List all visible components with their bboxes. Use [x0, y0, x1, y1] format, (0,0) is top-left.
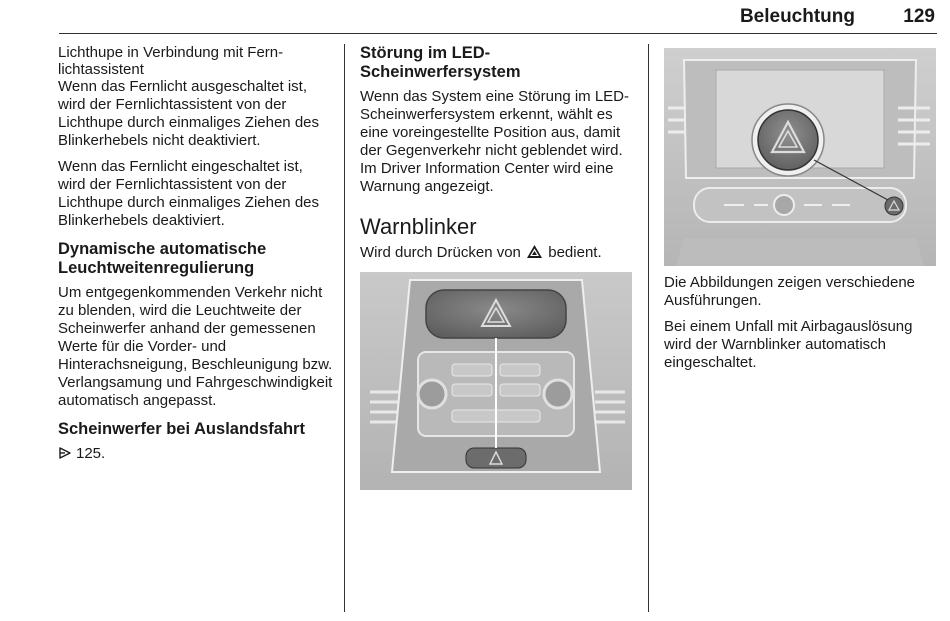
arrow-reference-icon [58, 446, 72, 465]
column-3: Die Abbildungen zeigen verschiedene Ausf… [664, 44, 940, 380]
section-title-warnblinker: Warnblinker [360, 214, 477, 239]
column-divider [648, 44, 649, 612]
cross-reference[interactable]: 125. [58, 445, 333, 465]
page-number: 129 [903, 6, 935, 27]
hazard-switch-illustration-2 [664, 48, 936, 266]
hazard-switch-illustration-1 [360, 272, 632, 490]
column-divider [344, 44, 345, 612]
chapter-title: Beleuchtung [739, 6, 855, 27]
subheading-lichthupe: Lichthupe in Verbindung mit Fern- lichta… [58, 44, 284, 78]
hazard-triangle-icon [526, 244, 543, 264]
page-header: Beleuchtung 129 [59, 0, 937, 34]
heading-auslandsfahrt: Scheinwerfer bei Auslandsfahrt [58, 420, 305, 438]
paragraph: Bei einem Unfall mit Airbagauslösung wir… [664, 318, 913, 371]
paragraph-bedienung: Wird durch Drücken von bedient. [360, 244, 635, 264]
column-2: Störung im LED- Scheinwerfersystem Wenn … [360, 44, 635, 498]
paragraph: Wenn das Fernlicht ausgeschaltet ist, wi… [58, 78, 319, 149]
paragraph: Um entgegenkommenden Verkehr nicht zu bl… [58, 284, 333, 409]
column-1: Lichthupe in Verbindung mit Fern- lichta… [58, 44, 333, 473]
heading-led-stoerung: Störung im LED- Scheinwerfersystem [360, 44, 521, 81]
paragraph: Die Abbildungen zeigen verschiedene Ausf… [664, 274, 916, 309]
heading-leuchtweitenregulierung: Dynamische automatische Leuchtweitenregu… [58, 240, 267, 277]
paragraph: Wenn das Fernlicht eingeschaltet ist, wi… [58, 158, 319, 229]
paragraph: Wenn das System eine Störung im LED-Sche… [360, 88, 630, 195]
